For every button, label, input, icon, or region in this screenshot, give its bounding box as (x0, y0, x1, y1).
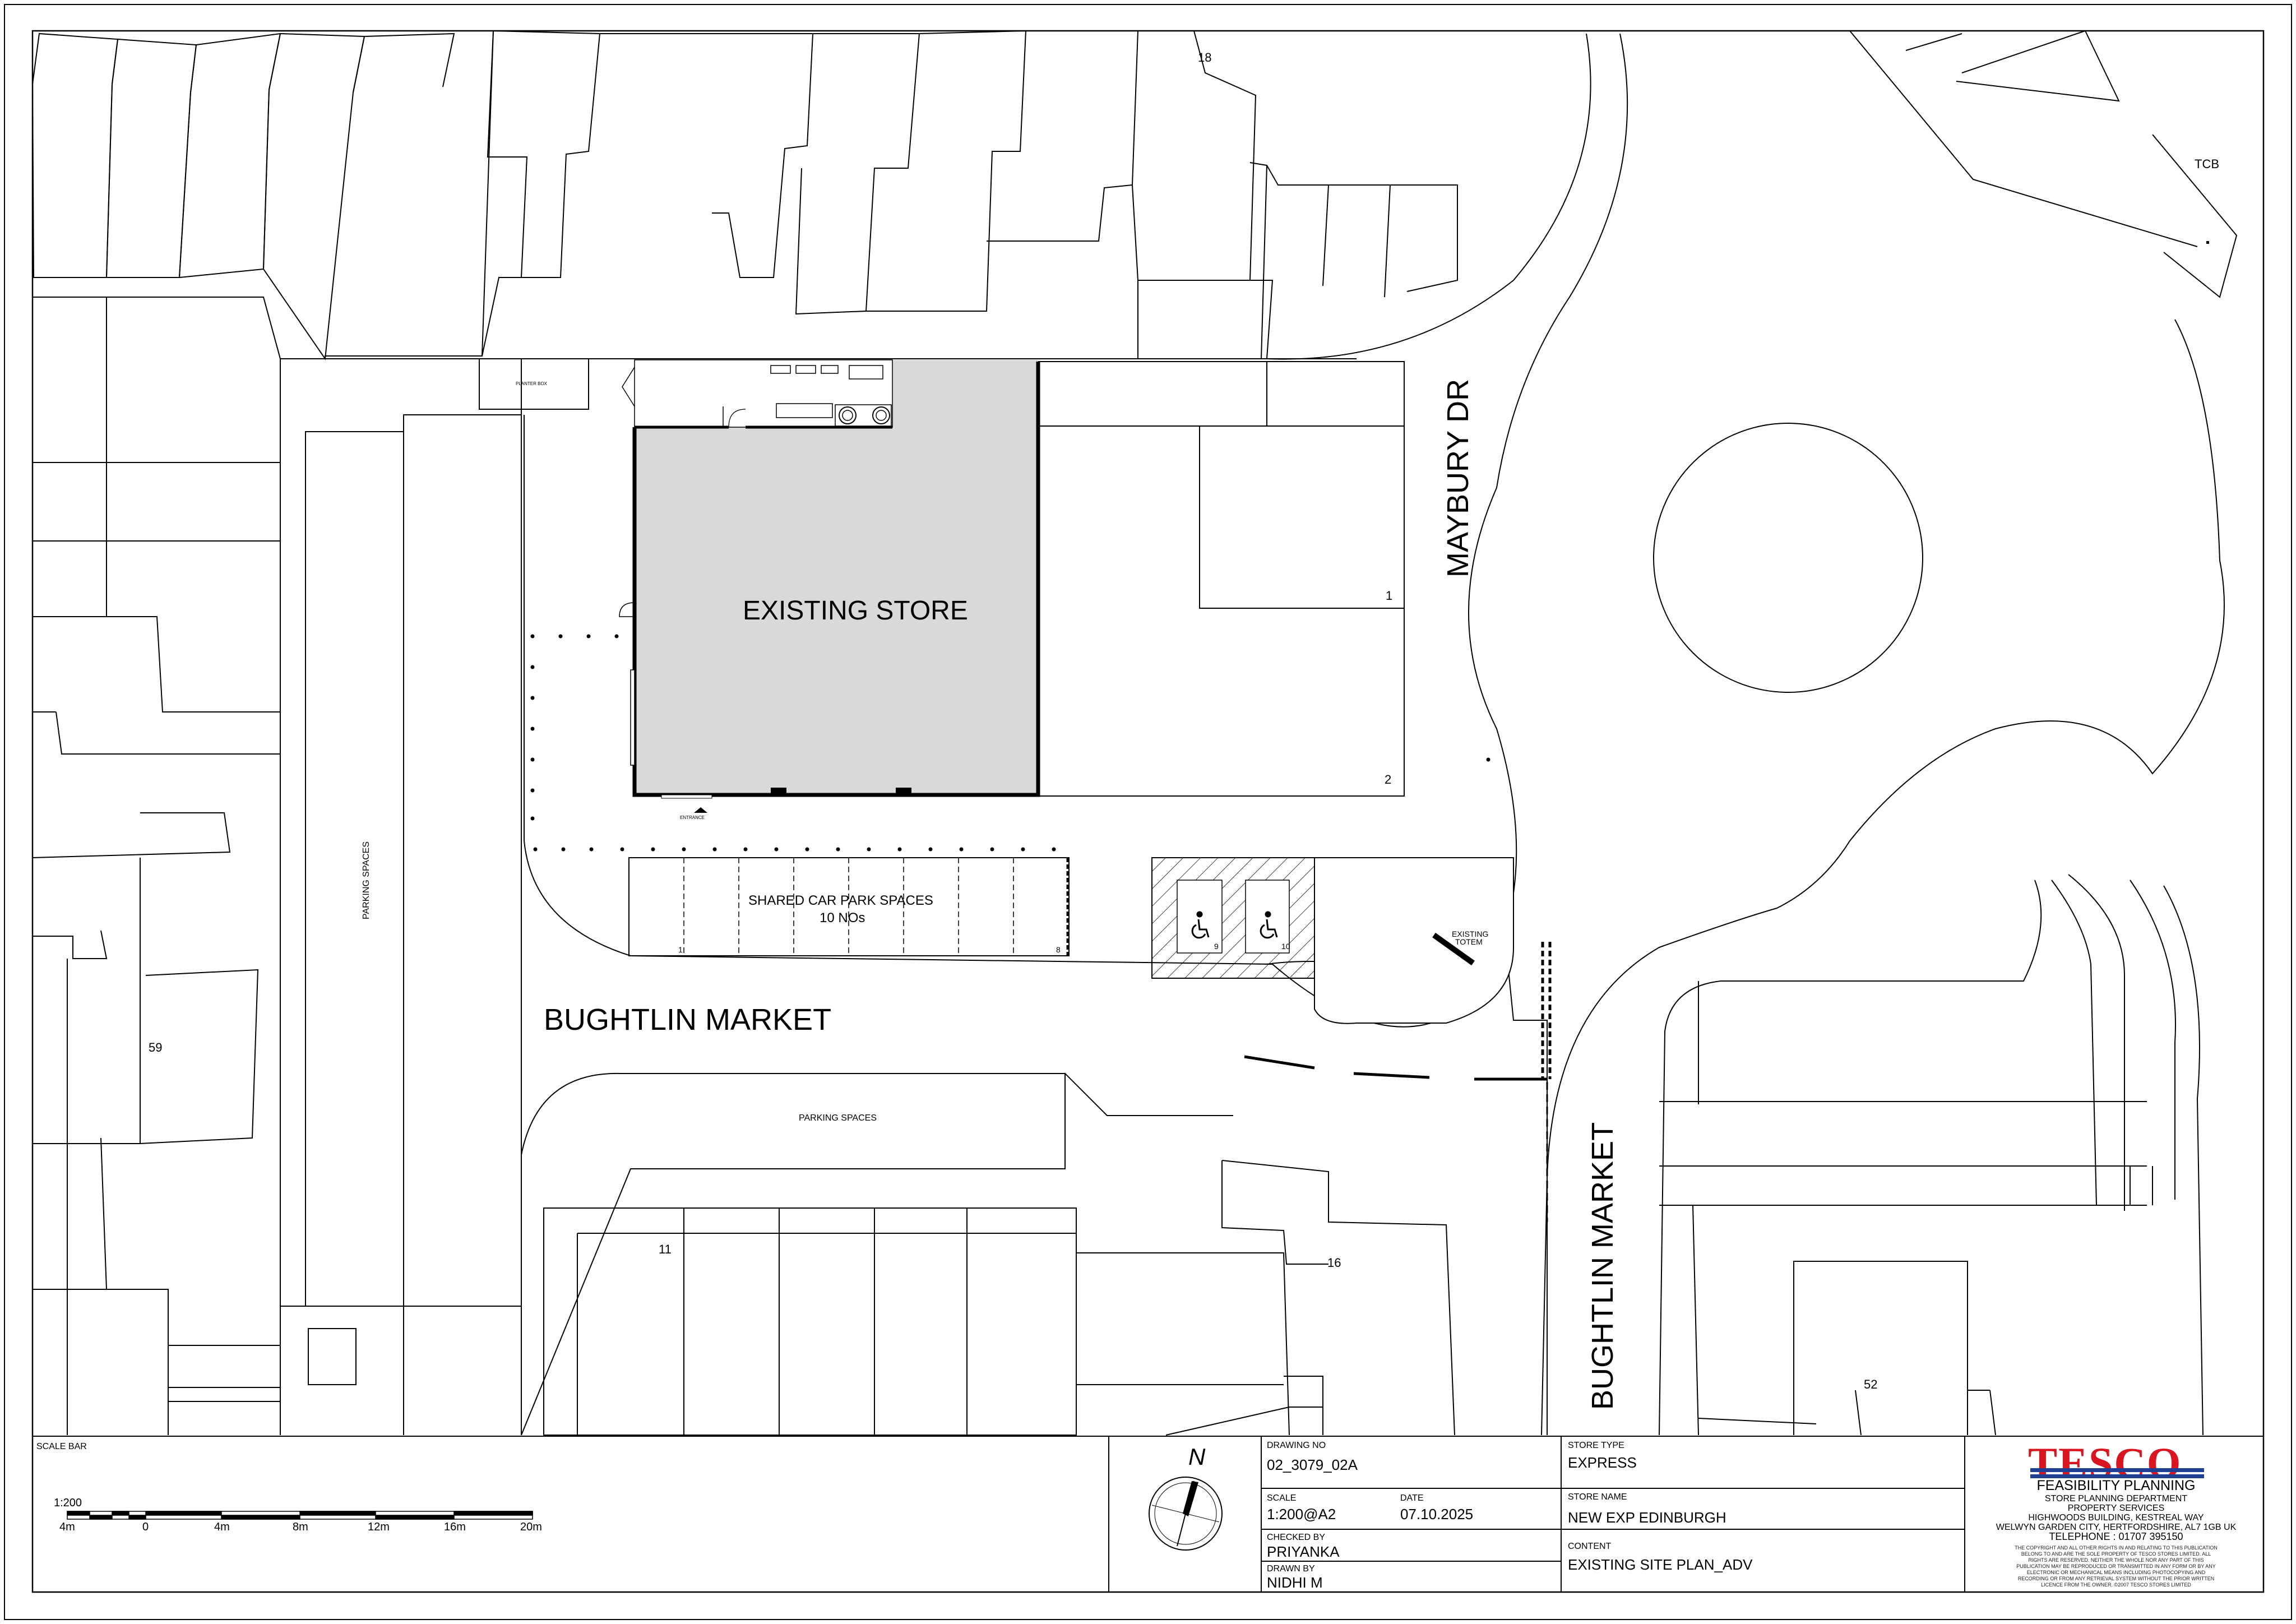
house-number: 52 (1864, 1377, 1878, 1391)
scale-tick: 4m (59, 1521, 75, 1533)
store-name-value: NEW EXP EDINBURGH (1568, 1509, 1726, 1526)
scale-tick: 16m (444, 1521, 466, 1533)
existing-totem-label-2: TOTEM (1455, 937, 1483, 946)
existing-totem-sign (1432, 932, 1475, 966)
existing-store-label: EXISTING STORE (743, 596, 968, 626)
parking-spaces-label-vertical: PARKING SPACES (362, 841, 371, 919)
bay-number: 1 (678, 945, 683, 954)
bay-number: 8 (1056, 945, 1061, 954)
scale-bar-ratio: 1:200 (54, 1497, 82, 1509)
scale-bar-title: SCALE BAR (36, 1442, 87, 1451)
drawing-no-label: DRAWING NO (1267, 1441, 1326, 1450)
title-block-frame (33, 1436, 2263, 1592)
drawn-by-label: DRAWN BY (1267, 1564, 1315, 1574)
house-number: 59 (149, 1040, 163, 1054)
store-type-value: EXPRESS (1568, 1454, 1637, 1471)
house-number: 18 (1198, 50, 1212, 64)
store-name-label: STORE NAME (1568, 1492, 1627, 1502)
address-line: STORE PLANNING DEPARTMENT (2044, 1494, 2188, 1503)
wheelchair-icon (1191, 911, 1210, 939)
planter-box-label: PLANTER BOX (516, 381, 548, 386)
road-markings (1244, 942, 1552, 1222)
shared-car-park-label: SHARED CAR PARK SPACES (748, 893, 933, 908)
department-title: FEASIBILITY PLANNING (2036, 1478, 2196, 1493)
existing-store-building (619, 359, 1040, 813)
store-type-label: STORE TYPE (1568, 1441, 1624, 1450)
date-label: DATE (1400, 1493, 1424, 1503)
scale-tick: 20m (520, 1521, 542, 1533)
shared-car-park-count: 10 NOs (820, 910, 865, 926)
tesco-logo-stripes (2030, 1468, 2204, 1480)
bollard-dots (530, 634, 1490, 852)
house-number: 1 (1386, 589, 1393, 603)
address-line: HIGHWOODS BUILDING, KESTREAL WAY (2028, 1513, 2204, 1523)
disabled-bays (1151, 857, 1514, 1024)
checked-by-label: CHECKED BY (1267, 1533, 1326, 1542)
scale-label: SCALE (1267, 1493, 1297, 1503)
north-arrow-icon (1149, 1477, 1223, 1551)
parking-spaces-label: PARKING SPACES (799, 1113, 877, 1123)
date-value: 07.10.2025 (1400, 1506, 1474, 1523)
house-number: 16 (1327, 1256, 1341, 1270)
address-line: WELWYN GARDEN CITY, HERTFORDSHIRE, AL7 1… (1996, 1523, 2237, 1532)
north-label: N (1188, 1443, 1206, 1470)
street-label-maybury-dr: MAYBURY DR (1441, 378, 1475, 577)
scale-bar-graphic (67, 1511, 533, 1520)
drawn-by-value: NIDHI M (1267, 1574, 1323, 1591)
tcb-label: TCB (2195, 157, 2219, 171)
scale-tick: 4m (214, 1521, 230, 1533)
street-label-bughtlin-market-vertical: BUGHTLIN MARKET (1586, 1122, 1619, 1410)
scale-value: 1:200@A2 (1267, 1506, 1336, 1523)
wheelchair-icon (1260, 911, 1278, 939)
street-label-bughtlin-market: BUGHTLIN MARKET (544, 1003, 832, 1037)
house-number: 11 (659, 1242, 672, 1256)
house-number: 2 (1385, 772, 1392, 786)
address-line: TELEPHONE : 01707 395150 (2049, 1531, 2183, 1542)
bay-number: 10 (1281, 942, 1290, 951)
shared-car-park (628, 857, 1070, 956)
existing-totem-label: EXISTING (1452, 929, 1489, 938)
bay-number: 9 (1214, 942, 1219, 951)
scale-tick: 0 (142, 1521, 149, 1533)
tesco-logo: TESCO (2028, 1438, 2182, 1487)
copyright-notice: THE COPYRIGHT AND ALL OTHER RIGHTS IN AN… (2015, 1545, 2218, 1588)
address-line: PROPERTY SERVICES (2067, 1503, 2165, 1513)
content-value: EXISTING SITE PLAN_ADV (1568, 1556, 1753, 1573)
drawing-no-value: 02_3079_02A (1267, 1456, 1358, 1473)
scale-tick: 8m (293, 1521, 308, 1533)
plot-boundaries (32, 30, 2238, 1436)
entrance-label: ENTRANCE (680, 815, 705, 820)
scale-tick: 12m (368, 1521, 390, 1533)
content-label: CONTENT (1568, 1542, 1612, 1551)
checked-by-value: PRIYANKA (1267, 1543, 1340, 1560)
